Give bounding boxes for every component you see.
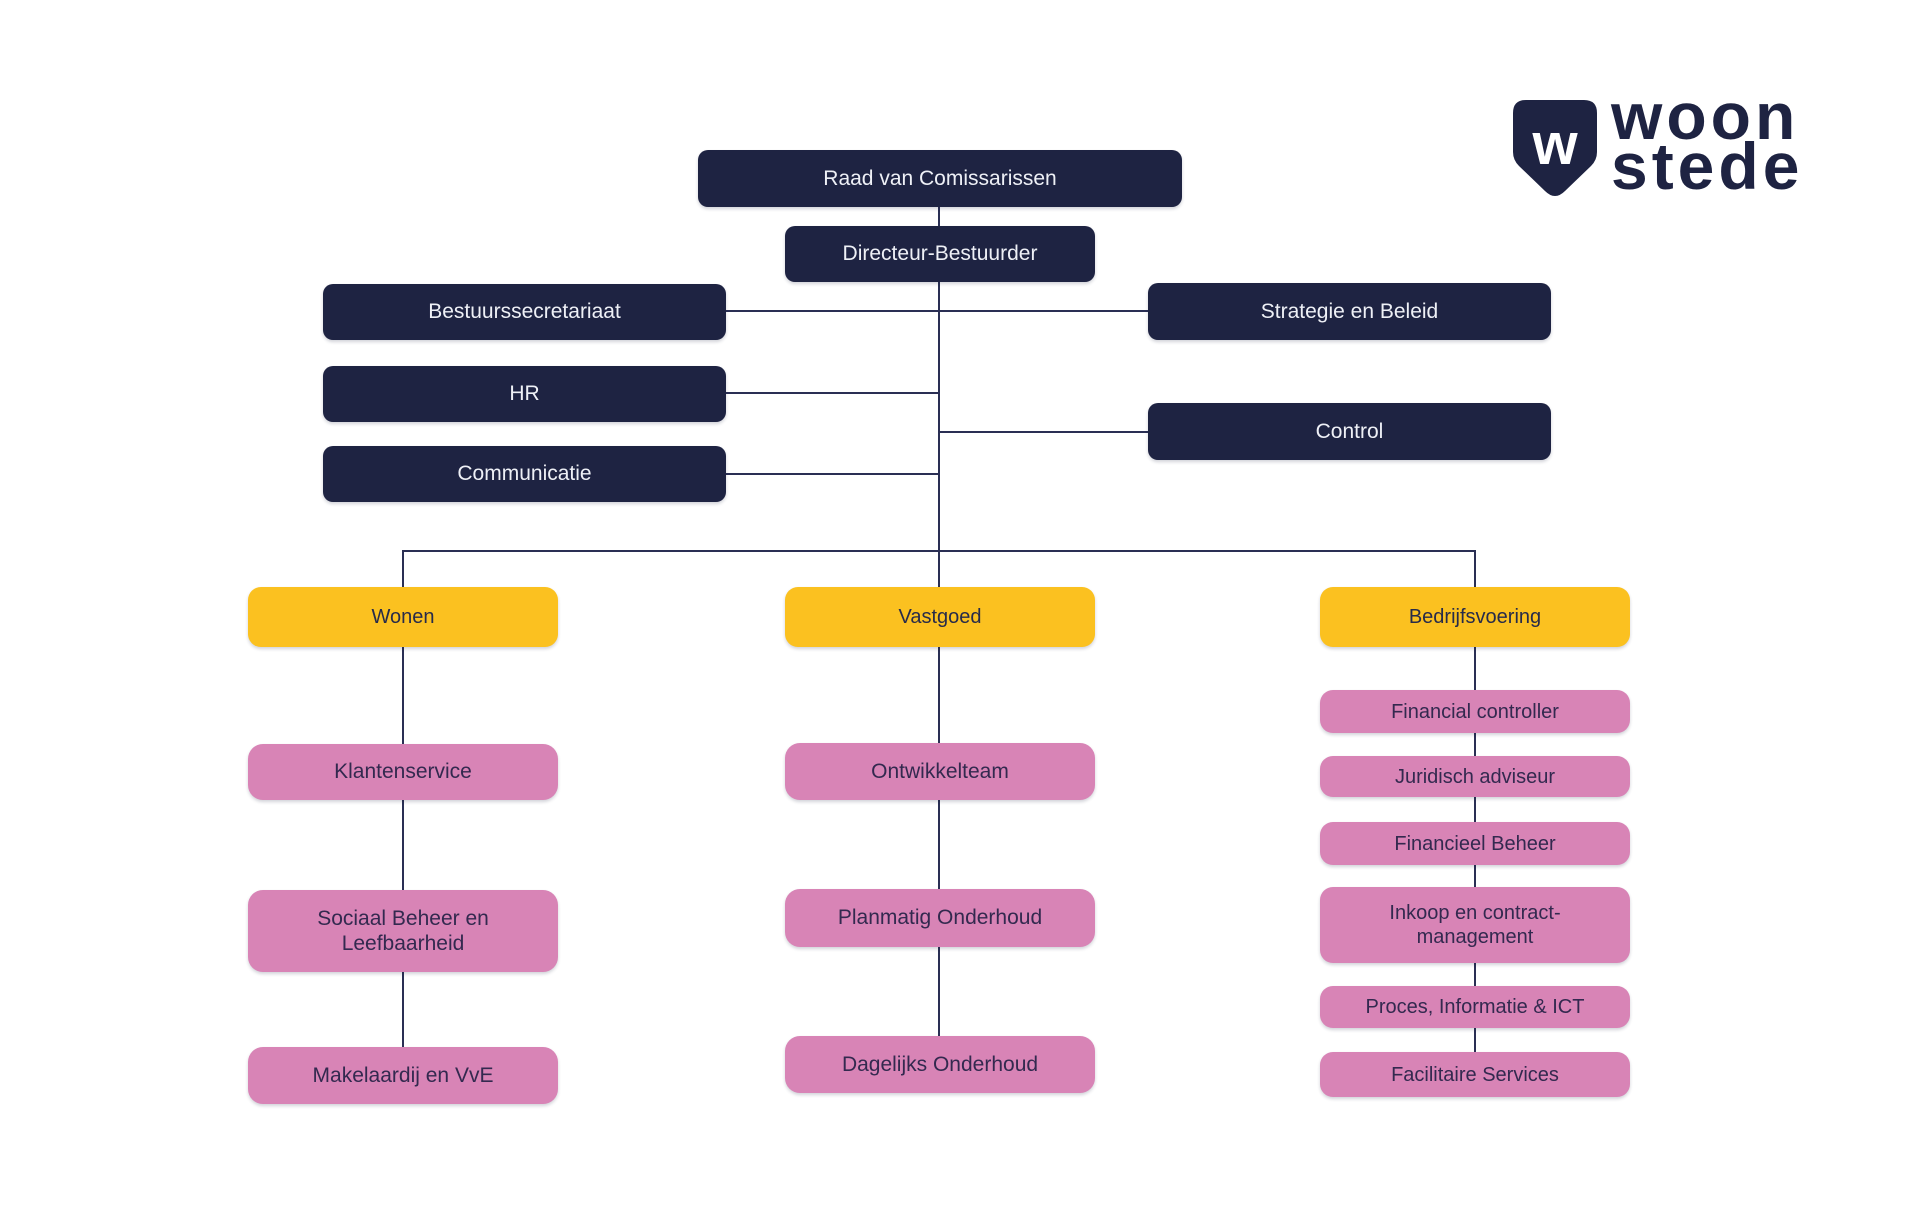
node-label: Makelaardij en VvE xyxy=(312,1063,494,1087)
node-label: Klantenservice xyxy=(334,760,472,784)
node-bestuurssecretariaat: Bestuurssecretariaat xyxy=(323,284,726,340)
logo-wordmark: woon stede xyxy=(1611,79,1804,203)
node-hr: HR xyxy=(323,366,726,422)
node-label: Wonen xyxy=(371,606,435,628)
node-juridisch-adviseur: Juridisch adviseur xyxy=(1320,756,1630,797)
node-label: Financial controller xyxy=(1391,700,1559,723)
node-klantenservice: Klantenservice xyxy=(248,744,558,800)
logo-word-bottom: stede xyxy=(1611,129,1804,203)
node-label: Bedrijfsvoering xyxy=(1408,606,1542,628)
node-label: Vastgoed xyxy=(898,606,982,628)
connector-bedrijfsvoering-vertical xyxy=(1474,550,1476,1052)
node-strategie-en-beleid: Strategie en Beleid xyxy=(1148,283,1551,340)
node-wonen: Wonen xyxy=(248,587,558,647)
node-control: Control xyxy=(1148,403,1551,460)
logo-mark-letter: w xyxy=(1531,112,1578,177)
node-makelaardij-en-vve: Makelaardij en VvE xyxy=(248,1047,558,1104)
node-sociaal-beheer-en-leefbaarheid: Sociaal Beheer en Leefbaarheid xyxy=(248,890,558,972)
node-label: Ontwikkelteam xyxy=(871,759,1009,783)
node-financial-controller: Financial controller xyxy=(1320,690,1630,733)
node-label: Sociaal Beheer en Leefbaarheid xyxy=(317,906,489,955)
node-label: Juridisch adviseur xyxy=(1394,765,1556,788)
node-label: Raad van Comissarissen xyxy=(823,166,1057,190)
node-ontwikkelteam: Ontwikkelteam xyxy=(785,743,1095,800)
connector-branch-horizontal xyxy=(402,550,1476,552)
node-label: Inkoop en contract-management xyxy=(1389,902,1561,948)
node-label: HR xyxy=(509,382,540,406)
connector-control xyxy=(938,431,1148,433)
node-label: Facilitaire Services xyxy=(1391,1063,1559,1086)
node-bedrijfsvoering: Bedrijfsvoering xyxy=(1320,587,1630,647)
node-label: Directeur-Bestuurder xyxy=(842,242,1038,266)
logo: w woon stede xyxy=(1513,83,1803,199)
node-label: Strategie en Beleid xyxy=(1260,299,1439,323)
logo-shield-icon: w xyxy=(1513,100,1597,196)
node-proces-informatie-ict: Proces, Informatie & ICT xyxy=(1320,986,1630,1028)
node-inkoop-en-contractmanagement: Inkoop en contract-management xyxy=(1320,887,1630,963)
node-facilitaire-services: Facilitaire Services xyxy=(1320,1052,1630,1097)
node-label: Communicatie xyxy=(457,462,592,486)
node-label: Dagelijks Onderhoud xyxy=(841,1052,1039,1076)
node-label: Planmatig Onderhoud xyxy=(837,906,1043,930)
node-raad-van-comissarissen: Raad van Comissarissen xyxy=(698,150,1182,207)
connector-communicatie xyxy=(726,473,940,475)
node-label: Control xyxy=(1315,419,1384,443)
connector-hr xyxy=(726,392,940,394)
node-communicatie: Communicatie xyxy=(323,446,726,502)
connector-bestuurssecretariaat-strategie xyxy=(726,310,1148,312)
node-vastgoed: Vastgoed xyxy=(785,587,1095,647)
logo-word-top: woon xyxy=(1611,79,1800,153)
node-financieel-beheer: Financieel Beheer xyxy=(1320,822,1630,865)
node-label: Financieel Beheer xyxy=(1394,832,1556,855)
node-label: Proces, Informatie & ICT xyxy=(1365,996,1585,1018)
node-directeur-bestuurder: Directeur-Bestuurder xyxy=(785,226,1095,282)
node-label: Bestuurssecretariaat xyxy=(428,300,621,324)
node-planmatig-onderhoud: Planmatig Onderhoud xyxy=(785,889,1095,947)
node-dagelijks-onderhoud: Dagelijks Onderhoud xyxy=(785,1036,1095,1093)
